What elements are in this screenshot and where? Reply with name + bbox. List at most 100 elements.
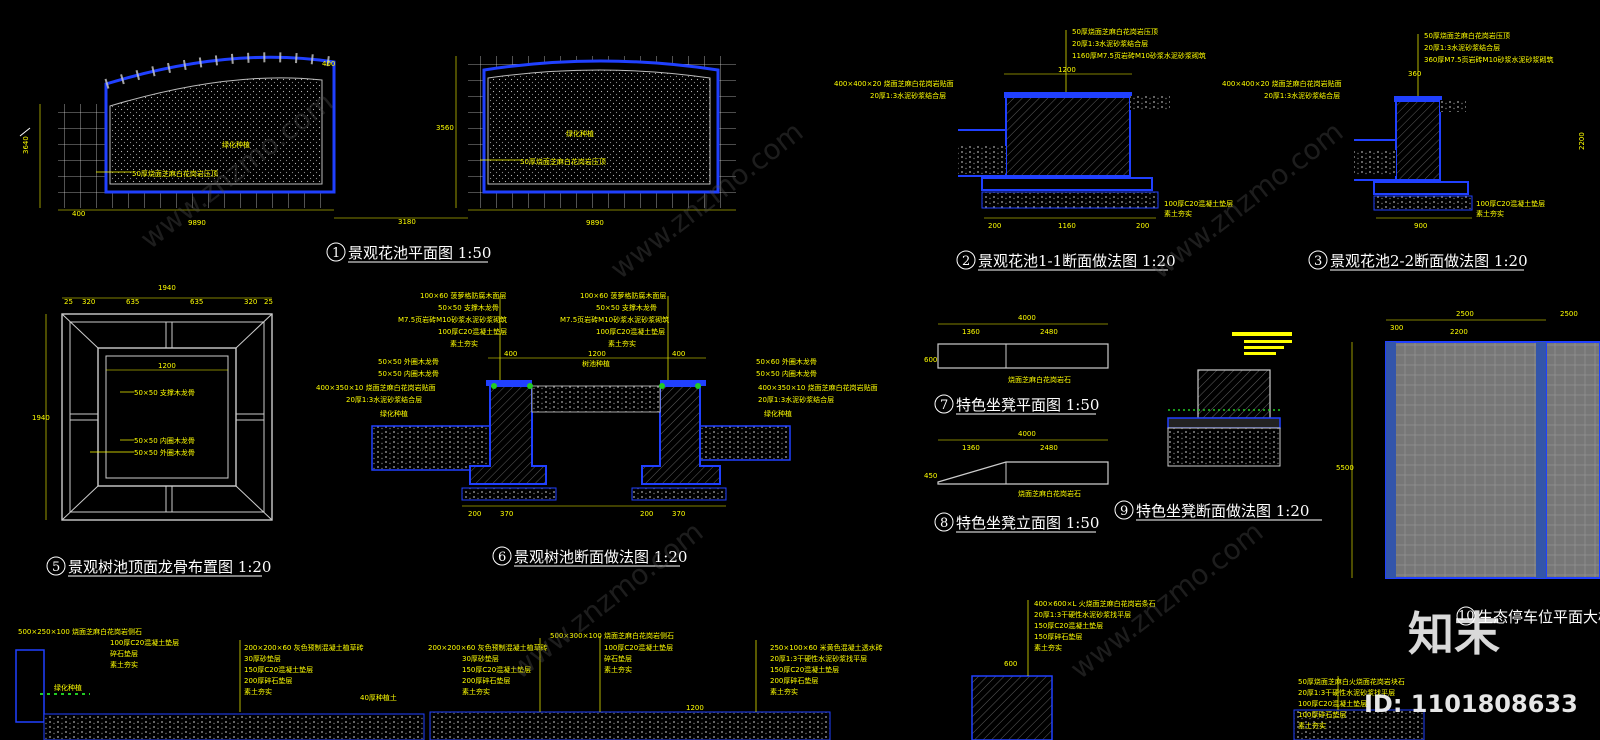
tree6-top-r0: 100×60 菠萝格防腐木面层 [580,291,666,300]
soil-layer-2 [958,146,1006,174]
planting-label-left: 绿化种植 [222,140,250,149]
parking-bay-1 [1385,341,1547,579]
tree5-dim-6: 25 [264,298,273,306]
tree6-top-r3: 100厚C20混凝土垫层 [596,327,665,336]
bench8-note: 烧面芝麻白花岗岩石 [1018,489,1081,498]
sec2-dim-3: 200 [1136,222,1149,230]
parking-bay-2 [1545,341,1600,579]
caption-num-6: 6 [498,550,506,565]
dim-side-right: 3560 [436,124,454,132]
tree6-dim-6: 370 [672,510,685,518]
ground-left [371,425,493,471]
sec3-left-0: 400×400×20 烧面芝麻白花岗岩贴面 [1222,79,1342,88]
bottom-e-1: 20厚1:3干硬性水泥砂浆找平层 [770,654,867,663]
planting-fill-left [109,77,323,185]
bottom-b-4: 素土夯实 [244,687,272,696]
tree6-left-3: 20厚1:3水泥砂浆结合层 [346,395,422,404]
bench-elevation: 4000 1360 2480 450 烧面芝麻白花岗岩石 [924,430,1109,498]
tree5-dim-left: 1940 [32,414,50,422]
caption-num-10: 10 [1458,609,1475,624]
wall-hatch-2 [1005,95,1131,177]
tree6-top-l2: M7.5页岩砖M10砂浆水泥砂浆砌筑 [398,315,507,324]
bottom-dim-b: 600 [1004,660,1017,668]
sec3-note-1: 20厚1:3水泥砂浆结合层 [1424,43,1500,52]
tree6-right-3: 20厚1:3水泥砂浆结合层 [758,395,834,404]
bottom-d-1: 100厚C20混凝土垫层 [604,643,673,652]
caption-num-2: 2 [962,254,970,269]
bench7-note: 烧面芝麻白花岗岩石 [1008,375,1071,384]
tree6-top-l4: 素土夯实 [450,339,478,348]
tree5-note-0: 50×50 支撑木龙骨 [134,388,195,397]
bottom-g-4: 素土夯实 [1298,721,1326,730]
bottom-f-1: 20厚1:3干硬性水泥砂浆找平层 [1034,610,1131,619]
tree6-left-1: 50×50 内圈木龙骨 [378,369,439,378]
bottom-a-3: 素土夯实 [110,660,138,669]
bottom-a-1: 100厚C20混凝土垫层 [110,638,179,647]
bottom-c-2: 150厚C20混凝土垫层 [462,665,531,674]
tree5-note-1: 50×50 内圈木龙骨 [134,436,195,445]
parking-plan: 2500 2500 300 2200 5500 [1336,310,1600,579]
caption-10: 生态停车位平面大样 [1478,608,1600,626]
tree5-dim-4: 635 [190,298,203,306]
bottom-b-3: 200厚碎石垫层 [244,676,292,685]
pit-wall-right [641,385,721,485]
park-dim-0: 2500 [1456,310,1474,318]
bench8-dim-0: 4000 [1018,430,1036,438]
watermark-id: ID: 1101808633 [1364,690,1578,718]
bottom-g-1: 20厚1:3干硬性水泥砂浆找平层 [1298,688,1395,697]
bottom-a-0: 500×250×100 烧面芝麻白花岗岩侧石 [18,627,142,636]
flower-bed-plan-right: 绿化种植 50厚烧面芝麻白花岗岩压顶 9890 3560 [436,56,736,227]
tree6-right-0: 50×60 外圈木龙骨 [756,357,817,366]
sec2-left-1: 20厚1:3水泥砂浆结合层 [870,91,946,100]
tree6-top-r2: M7.5页岩砖M10砂浆水泥砂浆砌筑 [560,315,669,324]
bench8-dim-1: 1360 [962,444,980,452]
tree-pool-framing-plan: 1940 25 320 635 635 320 25 1200 1940 50×… [32,284,273,521]
bottom-e-3: 200厚碎石垫层 [770,676,818,685]
tree6-top-r1: 50×50 支撑木龙骨 [596,303,657,312]
tree6-center: 树池种植 [582,359,610,368]
bottom-dim-a: 1200 [686,704,704,712]
section-1-1: 50厚烧面芝麻白花岗岩压顶 20厚1:3水泥砂浆结合层 1160厚M7.5页岩砖… [834,27,1233,230]
caption-6: 景观树池断面做法图 1:20 [514,548,687,566]
bottom-c-3: 200厚碎石垫层 [462,676,510,685]
sec3-left-1: 20厚1:3水泥砂浆结合层 [1264,91,1340,100]
sec2-note-1: 20厚1:3水泥砂浆结合层 [1072,39,1148,48]
dim-unit-left: 400 [72,210,85,218]
bottom-f-4: 素土夯实 [1034,643,1062,652]
tree5-dim-inner: 1200 [158,362,176,370]
caption-7: 特色坐凳平面图 1:50 [956,396,1099,414]
sec3-note-0: 50厚烧面芝麻白花岗岩压顶 [1424,31,1510,40]
dim-gap: 3180 [398,218,416,226]
caption-num-1: 1 [332,246,340,261]
section-2-2: 50厚烧面芝麻白花岗岩压顶 20厚1:3水泥砂浆结合层 360厚M7.5页岩砖M… [1222,31,1586,230]
bottom-c-4: 素土夯实 [462,687,490,696]
bottom-d-0: 500×300×100 烧面芝麻白花岗岩侧石 [550,631,674,640]
tree5-dim-total: 1940 [158,284,176,292]
coping-2 [1004,92,1132,98]
caption-num-7: 7 [940,398,948,413]
bottom-d-2: 碎石垫层 [604,654,632,663]
sec2-dim-1: 1160 [1058,222,1076,230]
caption-num-5: 5 [52,560,60,575]
bottom-f-3: 150厚碎石垫层 [1034,632,1082,641]
sec3-note-2: 360厚M7.5页岩砖M10砂浆水泥砂浆砌筑 [1424,55,1553,64]
bottom-b-0: 200×200×60 灰色预制混凝土植草砖 [244,643,364,652]
caption-num-9: 9 [1120,504,1128,519]
tree6-dim-1: 1200 [588,350,606,358]
bench7-dim-2: 2480 [1040,328,1058,336]
bench7-dim-3: 600 [924,356,937,364]
caption-8: 特色坐凳立面图 1:50 [956,514,1099,532]
dim-top-left: 400 [322,60,335,68]
park-dim-4: 5500 [1336,464,1354,472]
tree6-left-0: 50×50 外圈木龙骨 [378,357,439,366]
coping-note-left: 50厚烧面芝麻白花岗岩压顶 [132,169,218,178]
bottom-plant: 绿化种植 [54,683,82,692]
sec3-dim-0: 360 [1408,70,1421,78]
bottom-details: 绿化种植 40厚种植土 500×250×100 烧面芝麻白花岗岩侧石 100厚C… [15,599,1425,740]
bottom-f-2: 150厚C20混凝土垫层 [1034,621,1103,630]
caption-2: 景观花池1-1断面做法图 1:20 [978,252,1176,270]
caption-9: 特色坐凳断面做法图 1:20 [1136,502,1309,520]
sec2-bottom-0: 100厚C20混凝土垫层 [1164,199,1233,208]
caption-1: 景观花池平面图 1:50 [348,244,491,262]
tree6-right-2: 400×350×10 烧面芝麻白花岗岩贴面 [758,383,878,392]
